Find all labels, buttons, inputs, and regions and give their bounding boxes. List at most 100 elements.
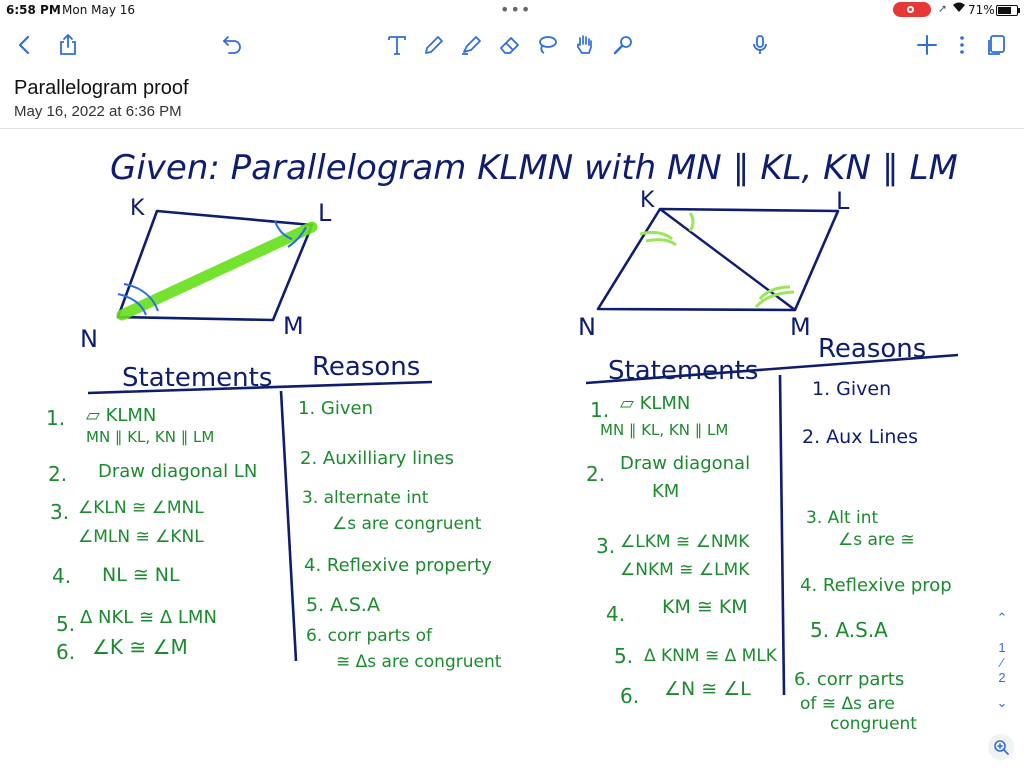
share-icon[interactable] <box>53 30 83 60</box>
reason-text: of ≅ Δs are <box>800 694 895 714</box>
eraser-icon[interactable] <box>495 30 525 60</box>
statement-text: ▱ KLMN <box>86 405 156 426</box>
statement-num: 5. <box>56 612 75 636</box>
statement-text: Draw diagonal <box>620 453 750 474</box>
reason-text: ≅ Δs are congruent <box>336 652 502 672</box>
statement-num: 1. <box>46 406 65 430</box>
undo-icon[interactable] <box>217 30 247 60</box>
laser-pointer-icon[interactable] <box>608 30 638 60</box>
angle-mark <box>639 230 673 241</box>
statement-text: Δ NKL ≅ Δ LMN <box>80 607 217 628</box>
wifi-icon <box>952 1 966 16</box>
statement-text: KM <box>652 481 679 502</box>
reason-text: 4. Reflexive prop <box>800 575 952 596</box>
status-time: 6:58 PM <box>6 3 61 17</box>
statement-num: 2. <box>48 462 67 486</box>
status-bar: 6:58 PM Mon May 16 ••• ➚ 71% <box>0 0 1024 20</box>
add-icon[interactable] <box>912 30 942 60</box>
statement-text: ∠LKM ≅ ∠NMK <box>620 532 750 552</box>
status-date: Mon May 16 <box>62 3 136 17</box>
right-parallelogram-diagram: K L M N <box>578 187 850 341</box>
toolbar <box>0 22 1024 69</box>
note-date: May 16, 2022 at 6:36 PM <box>14 103 182 120</box>
highlighter-icon[interactable] <box>456 30 486 60</box>
diagonal-km <box>659 208 796 311</box>
statement-text: Δ KNM ≅ Δ MLK <box>644 646 778 666</box>
more-icon[interactable] <box>947 30 977 60</box>
multitasking-dots-icon[interactable]: ••• <box>500 0 532 19</box>
reason-text: ∠s are congruent <box>332 514 482 534</box>
vertex-label-n: N <box>80 325 98 353</box>
note-header: Parallelogram proof May 16, 2022 at 6:36… <box>0 68 1024 129</box>
reason-text: 6. corr parts <box>794 669 904 690</box>
page-down-icon[interactable]: ⌄ <box>996 695 1008 710</box>
statement-num: 6. <box>56 640 75 664</box>
page-current: 1 <box>998 640 1006 655</box>
statement-text: ∠K ≅ ∠M <box>92 635 188 659</box>
vertex-label-m: M <box>283 312 304 340</box>
left-parallelogram-diagram: K L M N <box>80 196 332 353</box>
battery-percent: 71% <box>968 3 995 17</box>
pen-icon[interactable] <box>419 30 449 60</box>
vertex-label-k: K <box>130 196 145 221</box>
statement-text: MN ∥ KL, KN ∥ LM <box>86 428 214 446</box>
page-separator: ⁄ <box>1000 655 1004 670</box>
handwriting-layer: Given: Parallelogram KLMN with MN ∥ KL, … <box>46 148 959 734</box>
page-total: 2 <box>998 670 1006 685</box>
vertex-label-l: L <box>318 199 332 227</box>
text-tool-icon[interactable] <box>382 30 412 60</box>
vertex-label-m: M <box>790 313 811 341</box>
statement-num: 3. <box>50 500 69 524</box>
statement-text: MN ∥ KL, KN ∥ LM <box>600 421 728 439</box>
reason-text: 5. A.S.A <box>306 594 380 616</box>
pages-icon[interactable] <box>982 30 1012 60</box>
statement-num: 3. <box>596 534 615 558</box>
statement-text: ▱ KLMN <box>620 393 690 414</box>
statement-text: NL ≅ NL <box>102 564 180 586</box>
reason-text: 1. Given <box>298 398 373 419</box>
reason-text: 2. Auxilliary lines <box>300 448 454 469</box>
note-title[interactable]: Parallelogram proof <box>14 77 189 99</box>
reason-text: 1. Given <box>812 378 891 400</box>
reason-text: 3. Alt int <box>806 508 879 528</box>
highlighted-diagonal-ln <box>116 221 318 321</box>
lasso-icon[interactable] <box>532 30 562 60</box>
statement-text: ∠N ≅ ∠L <box>664 678 751 700</box>
statement-num: 6. <box>620 684 639 708</box>
statement-num: 4. <box>606 602 625 626</box>
statement-num: 5. <box>614 644 633 668</box>
angle-mark <box>758 285 791 301</box>
right-proof-table: Statements Reasons 1. ▱ KLMN MN ∥ KL, KN… <box>585 334 959 734</box>
statement-text: ∠NKM ≅ ∠LMK <box>620 560 750 580</box>
angle-mark <box>688 212 695 232</box>
angle-mark <box>287 226 307 248</box>
angle-mark <box>754 290 795 309</box>
angle-mark <box>645 238 677 247</box>
hand-icon[interactable] <box>570 30 600 60</box>
angle-mark <box>123 283 159 312</box>
back-icon[interactable] <box>10 30 40 60</box>
note-canvas[interactable]: Given: Parallelogram KLMN with MN ∥ KL, … <box>0 129 1024 768</box>
statement-text: ∠KLN ≅ ∠MNL <box>78 498 204 518</box>
header-reasons: Reasons <box>312 352 420 382</box>
angle-mark <box>117 293 147 316</box>
left-proof-table: Statements Reasons 1. ▱ KLMN MN ∥ KL, KN… <box>46 352 502 672</box>
statement-text: KM ≅ KM <box>662 596 748 618</box>
reason-text: 3. alternate int <box>302 488 429 508</box>
given-statement: Given: Parallelogram KLMN with MN ∥ KL, … <box>110 148 958 188</box>
statement-num: 4. <box>52 564 71 588</box>
zoom-icon[interactable] <box>988 734 1014 760</box>
vertex-label-n: N <box>578 313 596 341</box>
reason-text: 2. Aux Lines <box>802 426 918 448</box>
microphone-icon[interactable] <box>745 30 775 60</box>
screen-recording-icon[interactable] <box>893 2 931 17</box>
angle-mark <box>274 220 293 240</box>
vertex-label-k: K <box>640 188 655 213</box>
statement-text: Draw diagonal LN <box>98 461 257 482</box>
reason-text: 6. corr parts of <box>306 626 433 646</box>
reason-text: 4. Reflexive property <box>304 555 492 576</box>
location-icon: ➚ <box>938 2 948 15</box>
page-up-icon[interactable]: ⌃ <box>996 610 1008 625</box>
reason-text: 5. A.S.A <box>810 618 888 642</box>
statement-text: ∠MLN ≅ ∠KNL <box>78 527 204 547</box>
